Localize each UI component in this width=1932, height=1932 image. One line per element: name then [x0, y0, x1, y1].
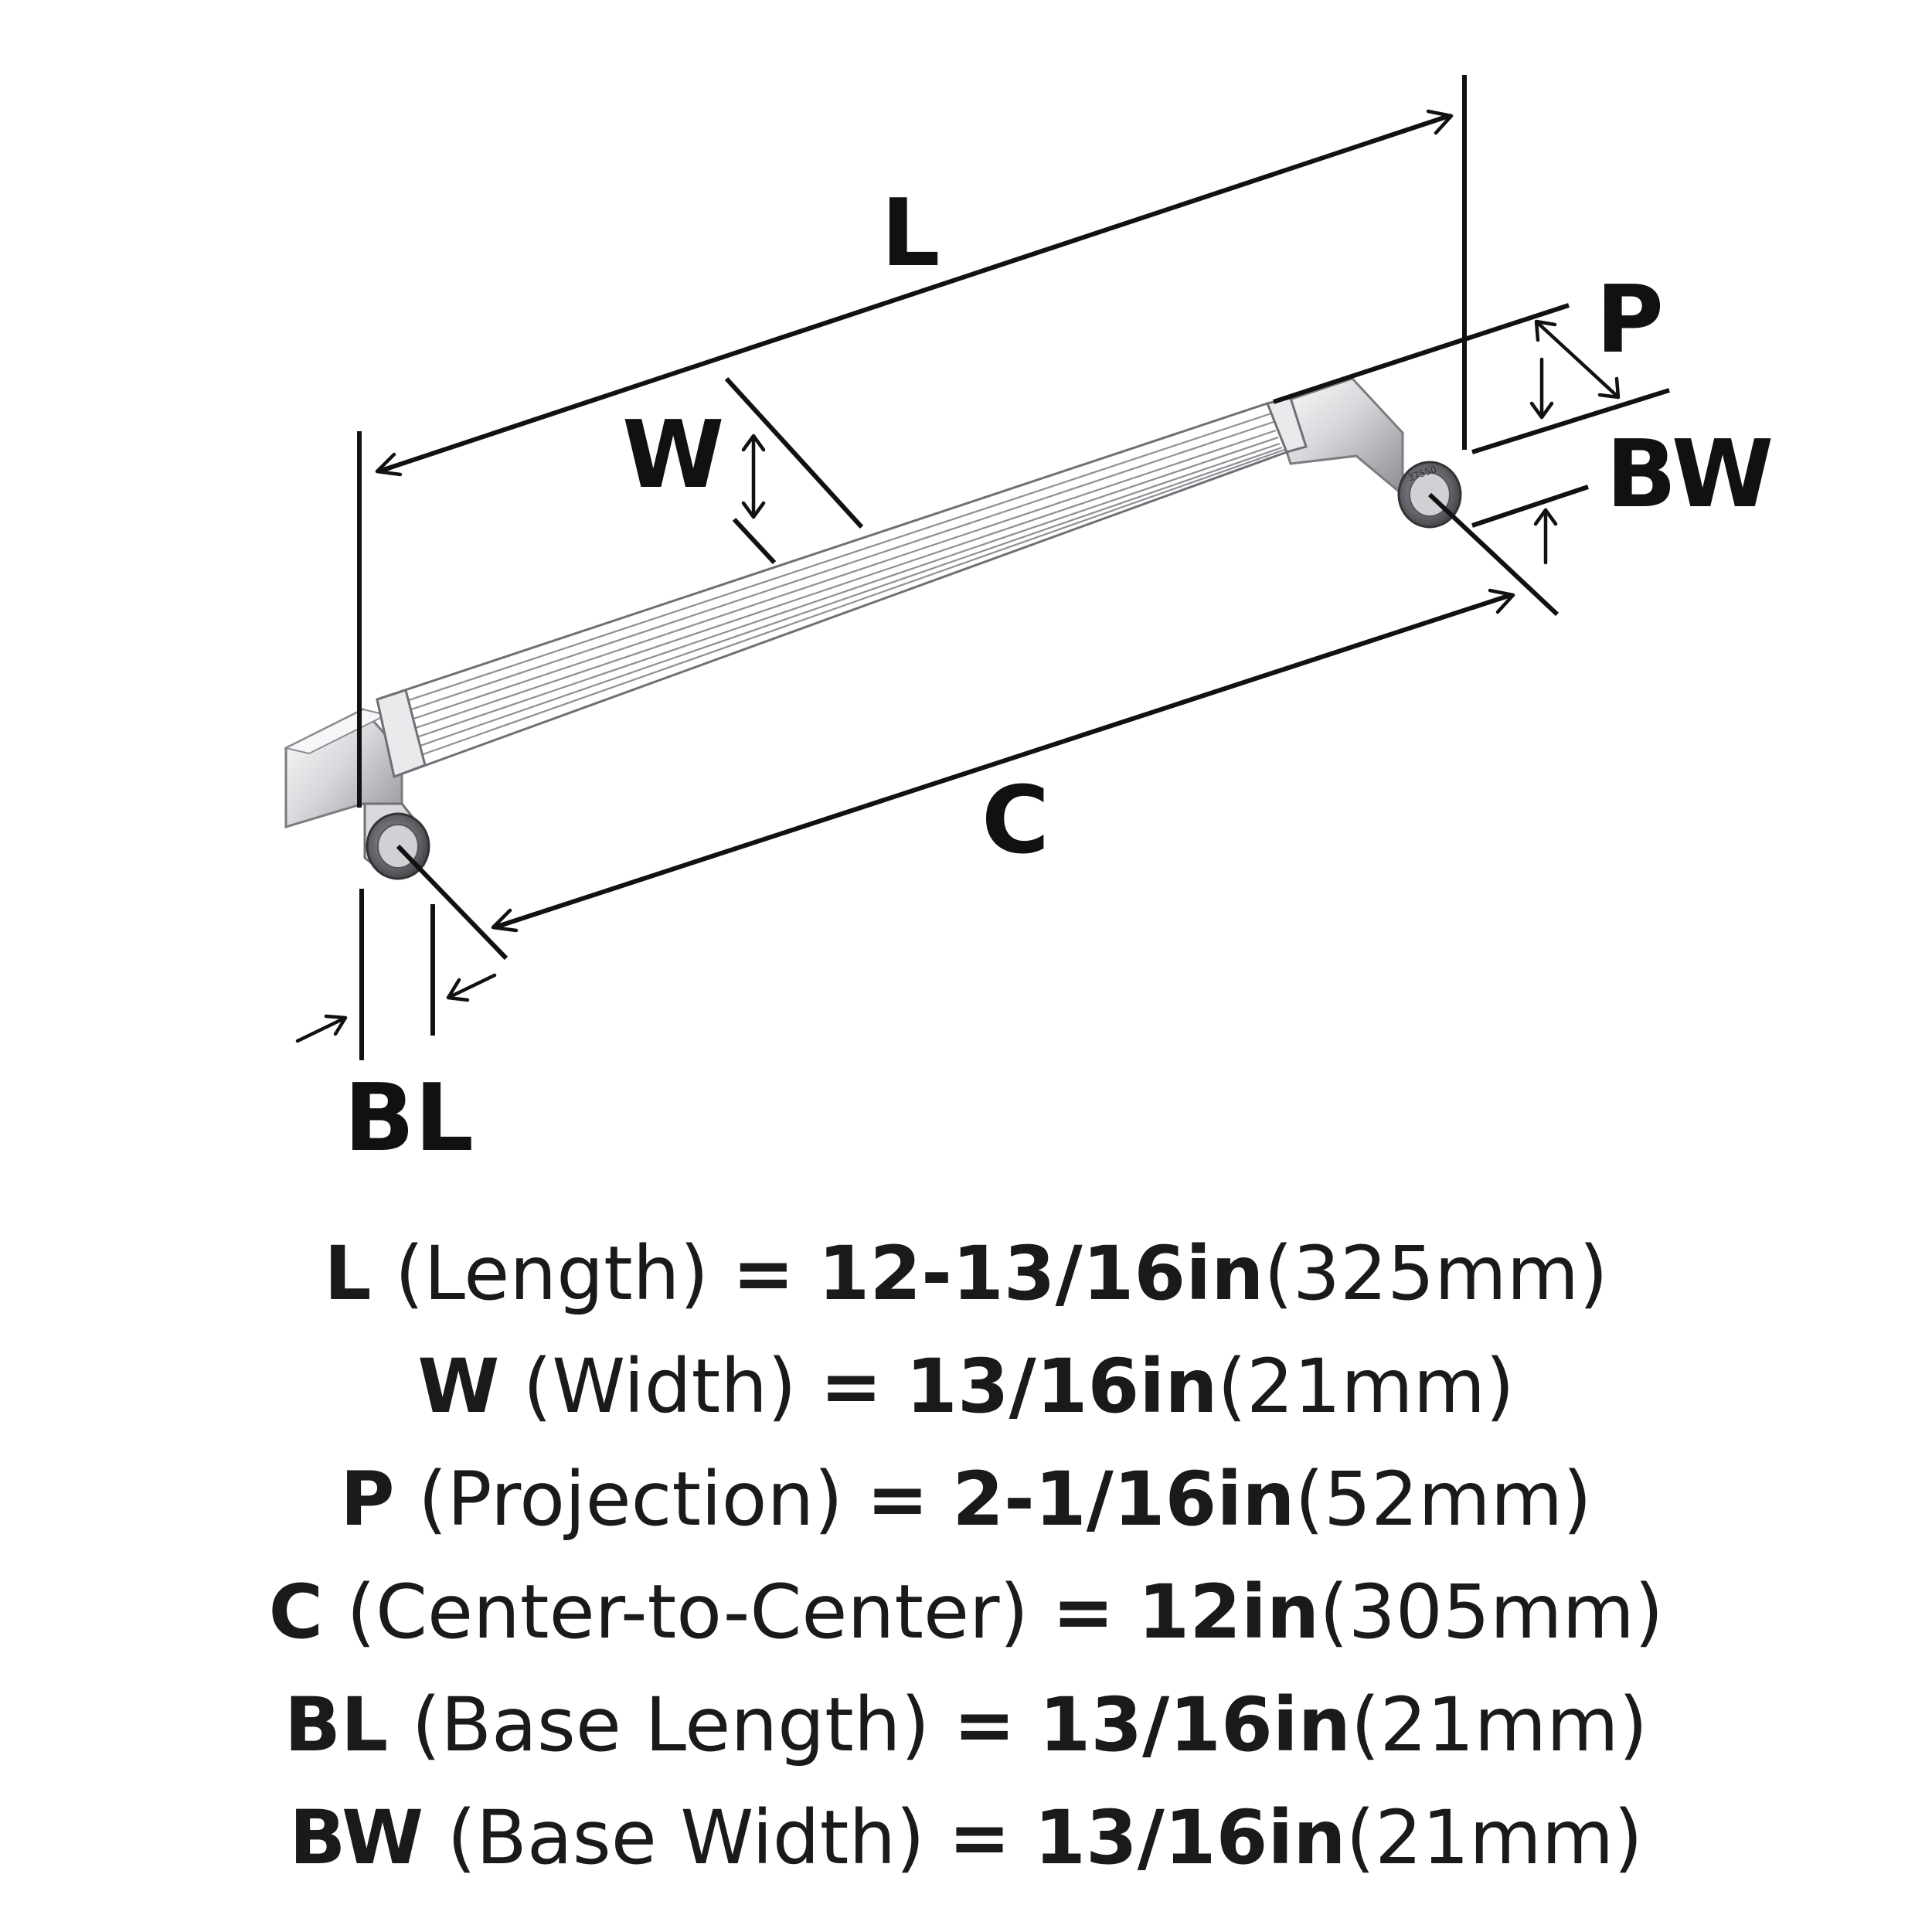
bl-arrow-left — [295, 1016, 346, 1043]
spec-code: C — [268, 1569, 324, 1655]
c-center-pin-left — [396, 844, 509, 961]
spec-name: (Length) — [395, 1230, 709, 1317]
w-extension-upper — [724, 376, 864, 529]
l-arrowhead-left — [375, 452, 403, 477]
fluted-bar — [376, 396, 1308, 779]
spec-equals: = — [953, 1682, 1015, 1768]
p-dimension-line — [1536, 321, 1619, 398]
spec-center-to-center: C (Center-to-Center) = 12in(305mm) — [0, 1556, 1932, 1668]
label-bl: BL — [344, 1065, 474, 1172]
bl-arrowhead-left — [324, 1014, 348, 1036]
spec-code: P — [340, 1456, 395, 1543]
c-arrowhead-left — [491, 908, 519, 933]
spec-imperial: 13/16in — [906, 1343, 1218, 1430]
spec-equals: = — [1052, 1569, 1114, 1655]
p-vertical-arrowhead — [1529, 401, 1554, 420]
spec-metric: (325mm) — [1264, 1230, 1608, 1317]
spec-base-length: BL (Base Length) = 13/16in(21mm) — [0, 1668, 1932, 1781]
dimension-spec-list: L (Length) = 12-13/16in(325mm) W (Width)… — [0, 1217, 1932, 1894]
spec-imperial: 13/16in — [1034, 1794, 1346, 1881]
spec-width: W (Width) = 13/16in(21mm) — [0, 1330, 1932, 1443]
label-c: C — [981, 767, 1049, 875]
c-arrowhead-right — [1488, 588, 1515, 614]
spec-name: (Base Width) — [447, 1794, 925, 1881]
spec-length: L (Length) = 12-13/16in(325mm) — [0, 1217, 1932, 1330]
spec-equals: = — [866, 1456, 929, 1543]
spec-name: (Base Length) — [411, 1682, 930, 1768]
p-extension-upper — [1273, 303, 1570, 404]
w-extension-lower — [732, 517, 777, 565]
spec-code: L — [324, 1230, 372, 1317]
spec-equals: = — [948, 1794, 1011, 1881]
spec-base-width: BW (Base Width) = 13/16in(21mm) — [0, 1781, 1932, 1894]
bw-arrowhead — [1533, 508, 1558, 526]
spec-metric: (21mm) — [1345, 1794, 1643, 1881]
p-arrowhead-bottom — [1597, 376, 1621, 400]
bl-arrowhead-right — [446, 978, 470, 1002]
w-arrowhead-bottom — [741, 501, 766, 519]
bl-arrow-right — [447, 973, 497, 999]
bw-extension — [1471, 485, 1589, 528]
spec-code: W — [417, 1343, 500, 1430]
spec-code: BW — [289, 1794, 424, 1881]
p-arrowhead-top — [1534, 319, 1557, 342]
spec-metric: (21mm) — [1217, 1343, 1515, 1430]
dimension-labels: L W P BW C BL — [344, 180, 1774, 1172]
label-p: P — [1596, 267, 1664, 374]
spec-imperial: 2-1/16in — [952, 1456, 1295, 1543]
w-arrowhead-top — [741, 434, 766, 452]
l-arrowhead-right — [1426, 109, 1454, 135]
label-w: W — [622, 402, 724, 509]
spec-name: (Center-to-Center) — [346, 1569, 1029, 1655]
l-dimension-line — [378, 114, 1450, 474]
spec-name: (Projection) — [418, 1456, 843, 1543]
spec-imperial: 12in — [1138, 1569, 1320, 1655]
label-bw: BW — [1606, 421, 1774, 529]
spec-metric: (305mm) — [1319, 1569, 1664, 1655]
spec-imperial: 13/16in — [1039, 1682, 1352, 1768]
spec-imperial: 12-13/16in — [818, 1230, 1264, 1317]
label-l: L — [881, 180, 940, 287]
spec-metric: (21mm) — [1351, 1682, 1648, 1768]
spec-name: (Width) — [522, 1343, 797, 1430]
spec-metric: (52mm) — [1294, 1456, 1592, 1543]
c-dimension-line — [494, 593, 1512, 930]
spec-projection: P (Projection) = 2-1/16in(52mm) — [0, 1443, 1932, 1556]
spec-code: BL — [284, 1682, 389, 1768]
p-extension-lower — [1471, 388, 1670, 454]
dimension-lines — [295, 75, 1670, 1060]
spec-equals: = — [820, 1343, 883, 1430]
spec-equals: = — [732, 1230, 795, 1317]
c-center-pin-right — [1427, 492, 1560, 617]
